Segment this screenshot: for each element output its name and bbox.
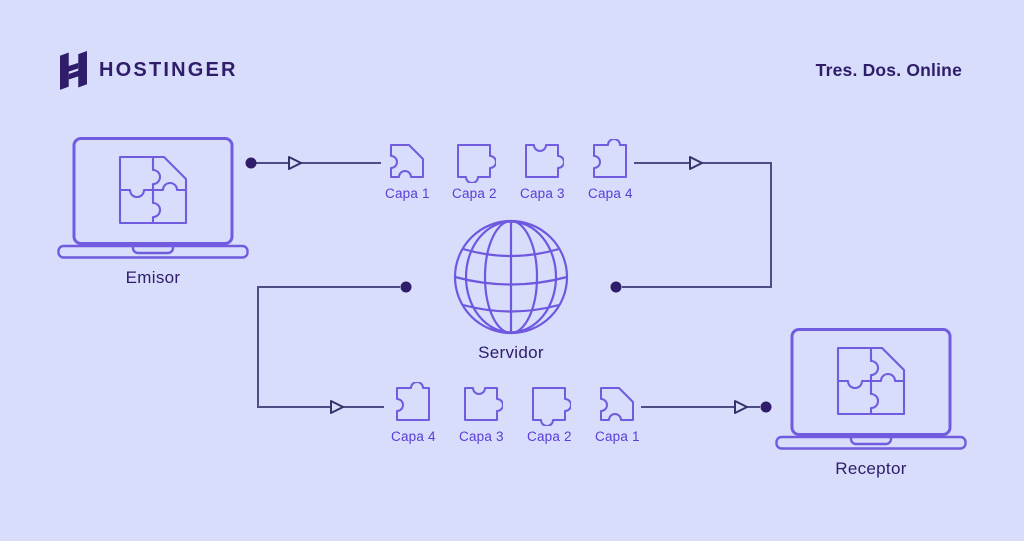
sender-node: Emisor [57,136,249,288]
arrow-icons [288,156,748,414]
bottom-piece-capa-3: Capa 3 [459,382,504,444]
capa-label: Capa 2 [527,429,572,444]
puzzle-piece-icon [525,144,564,178]
laptop-icon [57,137,249,259]
bottom-piece-capa-2: Capa 2 [527,382,572,444]
flow-dots [245,157,772,413]
server-node: Servidor [451,217,571,363]
receiver-node: Receptor [775,327,967,479]
bottom-piece-capa-4: Capa 4 [391,382,436,444]
puzzle-assembled-icon [836,346,906,416]
hostinger-logo-icon [60,50,87,90]
puzzle-piece-icon [600,387,634,421]
globe-icon [453,219,569,335]
puzzle-piece-icon [390,144,424,178]
puzzle-assembled-icon [118,155,188,225]
top-piece-capa-1: Capa 1 [385,139,430,201]
capa-label: Capa 1 [595,429,640,444]
top-piece-capa-4: Capa 4 [588,139,633,201]
server-label: Servidor [478,343,544,362]
brand-logo: HOSTINGER [60,50,238,90]
brand-name: HOSTINGER [99,58,238,81]
capa-label: Capa 3 [520,186,565,201]
capa-label: Capa 1 [385,186,430,201]
puzzle-piece-icon [464,387,503,421]
capa-label: Capa 3 [459,429,504,444]
capa-label: Capa 4 [588,186,633,201]
receiver-label: Receptor [835,459,907,478]
puzzle-piece-icon [532,387,571,426]
tagline-text: Tres. Dos. Online [815,60,962,80]
sender-label: Emisor [125,268,181,287]
puzzle-piece-icon [396,382,430,421]
puzzle-piece-icon [457,144,496,183]
puzzle-piece-icon [593,139,627,178]
laptop-icon [775,328,967,450]
top-piece-capa-2: Capa 2 [452,139,497,201]
capa-label: Capa 4 [391,429,436,444]
bottom-piece-capa-1: Capa 1 [595,382,640,444]
top-piece-capa-3: Capa 3 [520,139,565,201]
capa-label: Capa 2 [452,186,497,201]
